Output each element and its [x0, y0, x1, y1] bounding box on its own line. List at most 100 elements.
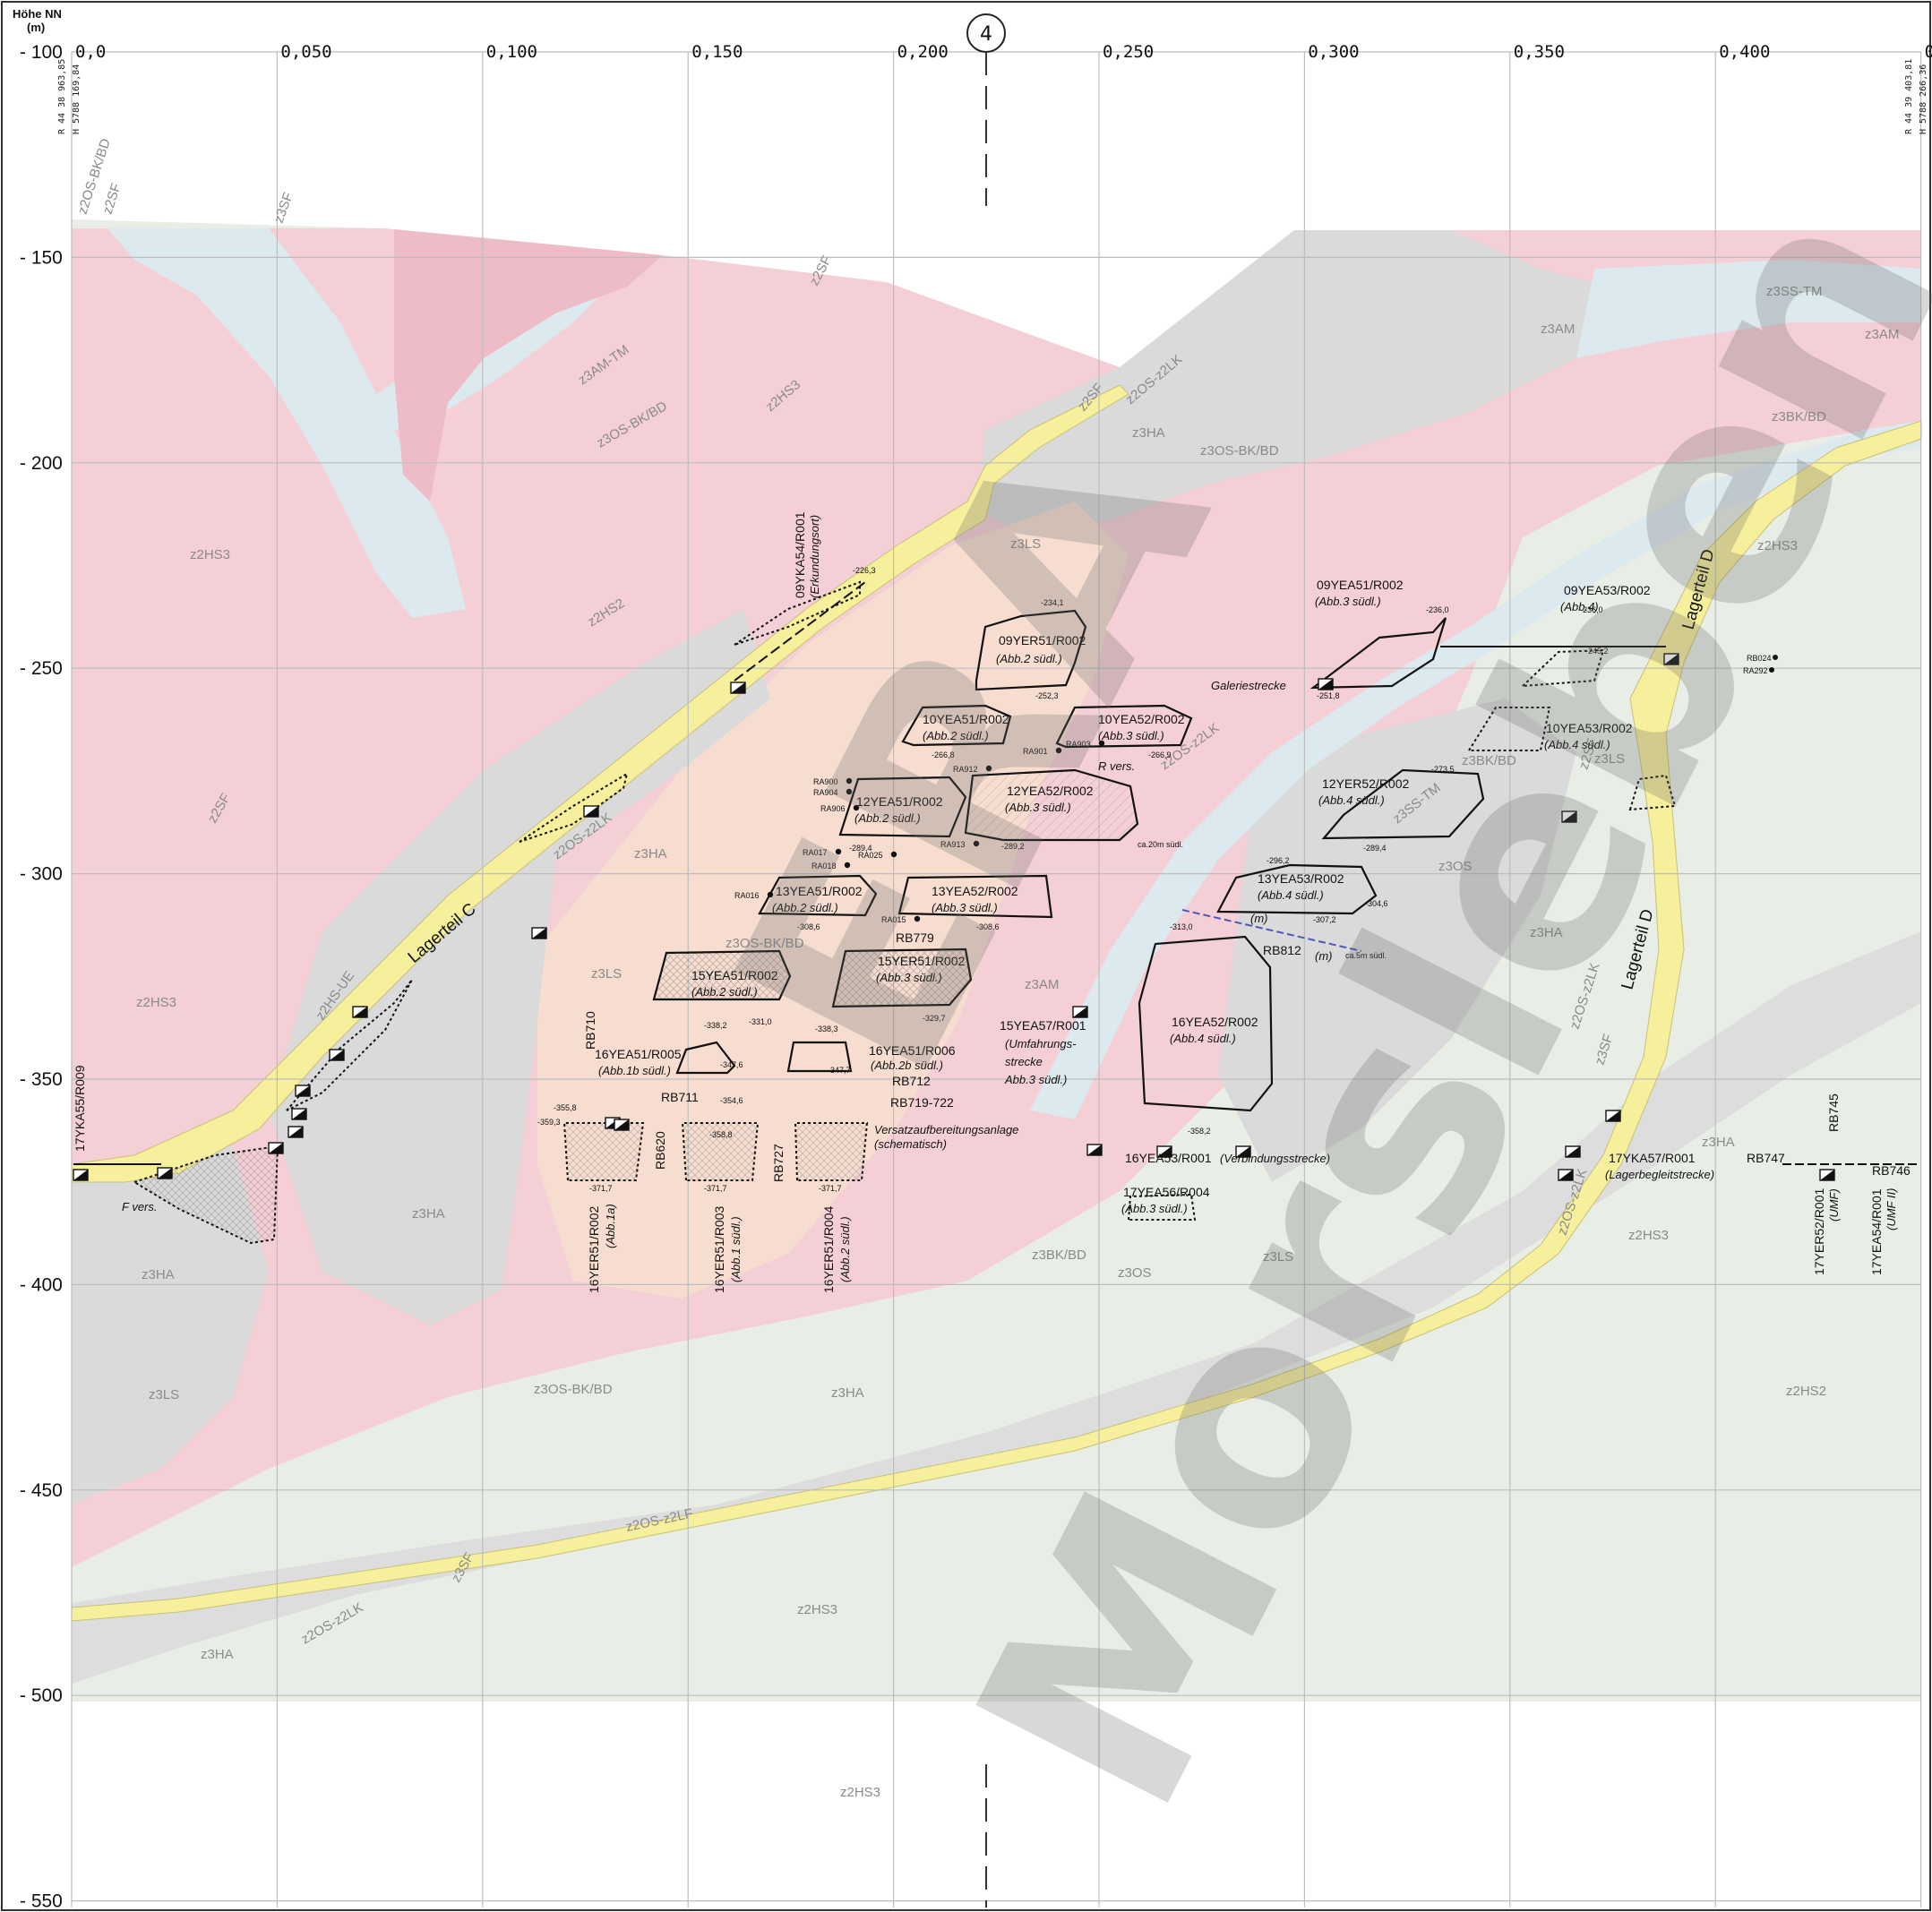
station-square-marker: [531, 927, 547, 939]
unit-label: z3AM: [1025, 977, 1059, 992]
chamber-12YEA51: [838, 776, 967, 838]
ra-point-dot: [846, 777, 853, 785]
ra-point-label: RA904: [813, 788, 838, 797]
unit-label: z3HA: [634, 846, 667, 862]
unit-label: z3LS: [591, 966, 622, 982]
ra-point-label: RA912: [953, 765, 978, 774]
elevation-value: -355,8: [554, 1103, 577, 1112]
rb-point-label: RB024: [1747, 654, 1772, 663]
ra-point-dot: [1098, 740, 1105, 747]
label-13YEA53-sub: (Abb.4 südl.): [1258, 888, 1324, 902]
drift-blue-m: [1181, 909, 1362, 952]
layer-gray-right: [1218, 699, 1576, 1182]
label-galeriestrecke: Galeriestrecke: [1211, 679, 1286, 692]
unit-label: z3AM: [1865, 327, 1899, 342]
station-square-marker: [1561, 810, 1577, 823]
coord-right-r: R 44 39 403,81: [1904, 59, 1914, 134]
label-rb747: RB747: [1747, 1151, 1785, 1165]
label-15YEA57-sub1: (Umfahrungs-: [1005, 1037, 1077, 1050]
elevation-value: -266,8: [932, 750, 955, 759]
layer-peach-core: [537, 502, 1129, 1299]
ra-point-label: RA901: [1023, 747, 1048, 756]
ra-point-dot: [914, 915, 921, 922]
label-rb712: RB712: [892, 1074, 931, 1088]
ra-point-label: RA015: [881, 915, 906, 924]
label-17YKA57: 17YKA57/R001: [1609, 1151, 1696, 1165]
elevation-value: -307,2: [1313, 915, 1336, 924]
y-tick-label: - 350: [20, 1069, 63, 1090]
unit-label: z3OS: [1118, 1265, 1152, 1281]
elevation-value: -245,2: [1585, 647, 1609, 656]
y-axis-ticks: - 100- 150- 200- 250- 300- 350- 400- 450…: [20, 42, 63, 1912]
label-12YER52-sub: (Abb.4 südl.): [1318, 793, 1385, 807]
elevation-value: -308,6: [797, 922, 820, 931]
x-tick-label: 0,300: [1308, 42, 1359, 62]
station-square-marker: [268, 1142, 284, 1154]
rb-point-dot: [1773, 655, 1778, 660]
y-axis-title: Höhe NN: [13, 7, 62, 21]
x-tick-label: 0,250: [1103, 42, 1154, 62]
unit-label: z3AM: [1541, 322, 1575, 337]
layer-pink-dark: [394, 228, 663, 502]
unit-label: z3BK/BD: [1772, 409, 1826, 424]
ra-point-dot: [853, 804, 860, 811]
elevation-value: -226,3: [853, 566, 876, 575]
label-17YER52-sub: (UMF): [1827, 1188, 1841, 1222]
label-16YER51-R003-sub: (Abb.1 südl.): [729, 1216, 743, 1282]
ra-point-label: RA903: [1066, 740, 1091, 749]
elevation-value: -236,0: [1580, 605, 1603, 614]
chamber-15YER51: [831, 947, 973, 1008]
station-square-marker: [295, 1085, 311, 1097]
elevation-value: -266,9: [1148, 750, 1172, 759]
unit-label: z2HS3: [1757, 538, 1798, 553]
station-square-marker: [1558, 1169, 1574, 1181]
unit-label: z3LS: [1263, 1249, 1293, 1265]
station-markers: [73, 653, 1835, 1181]
unit-label: z3BK/BD: [1462, 753, 1516, 768]
projected-chamber: [794, 1122, 869, 1181]
chamber-15YEA51: [652, 949, 792, 1001]
label-15YEA57-sub3: Abb.3 südl.): [1004, 1073, 1067, 1086]
x-tick-label: 0,350: [1514, 42, 1565, 62]
label-16YEA53-sub: (Verbindungsstrecke): [1220, 1152, 1330, 1165]
label-versatz: Versatzaufbereitungsanlage: [874, 1123, 1018, 1136]
label-16YEA53: 16YEA53/R001: [1125, 1151, 1212, 1165]
label-12YER52: 12YER52/R002: [1322, 776, 1410, 791]
label-m-2: (m): [1315, 949, 1333, 963]
ra-point-dot: [844, 862, 851, 869]
label-16YEA52: 16YEA52/R002: [1172, 1015, 1258, 1029]
ra-point-dot: [985, 765, 992, 772]
y-tick-label: - 400: [20, 1274, 63, 1295]
axis-labels: Höhe NN (m) - 100- 150- 200- 250- 300- 3…: [13, 7, 1932, 1912]
y-tick-label: - 500: [20, 1685, 63, 1706]
station-square-marker: [291, 1108, 307, 1120]
station-square-marker: [288, 1126, 304, 1138]
station-square-marker: [1156, 1145, 1172, 1158]
station-square-marker: [1605, 1110, 1621, 1122]
unit-label: z3HA: [201, 1647, 234, 1662]
coord-left-r: R 44 38 963,85: [57, 59, 67, 134]
label-09YKA54: 09YKA54/R001: [793, 511, 807, 598]
y-axis-unit: (m): [27, 21, 45, 34]
unit-label: z2HS3: [840, 1785, 880, 1800]
unit-label: z3LS: [1594, 751, 1625, 767]
y-tick-label: - 300: [20, 864, 63, 885]
label-16YEA51-R005-sub: (Abb.1b südl.): [598, 1064, 671, 1077]
layer-blue-ss: [1576, 260, 1921, 358]
elevation-value: -371,7: [704, 1184, 727, 1193]
elevation-value: -313,0: [1170, 922, 1193, 931]
rb-point-dot: [1769, 667, 1774, 673]
chamber-13YEA53: [1216, 863, 1378, 915]
station-square-marker: [1663, 653, 1679, 665]
elevation-value: -338,2: [704, 1021, 727, 1030]
unit-label: z3HA: [412, 1206, 445, 1222]
label-16YER51-R004: 16YER51/R004: [821, 1205, 836, 1293]
y-tick-label: - 200: [20, 453, 63, 474]
label-17YKA55: 17YKA55/R009: [73, 1065, 87, 1152]
ra-point-dot: [767, 891, 774, 898]
elevation-value: -289,4: [1363, 844, 1387, 853]
label-17YEA56-sub: (Abb.3 südl.): [1121, 1202, 1188, 1215]
elevation-value: -304,6: [1365, 899, 1388, 908]
